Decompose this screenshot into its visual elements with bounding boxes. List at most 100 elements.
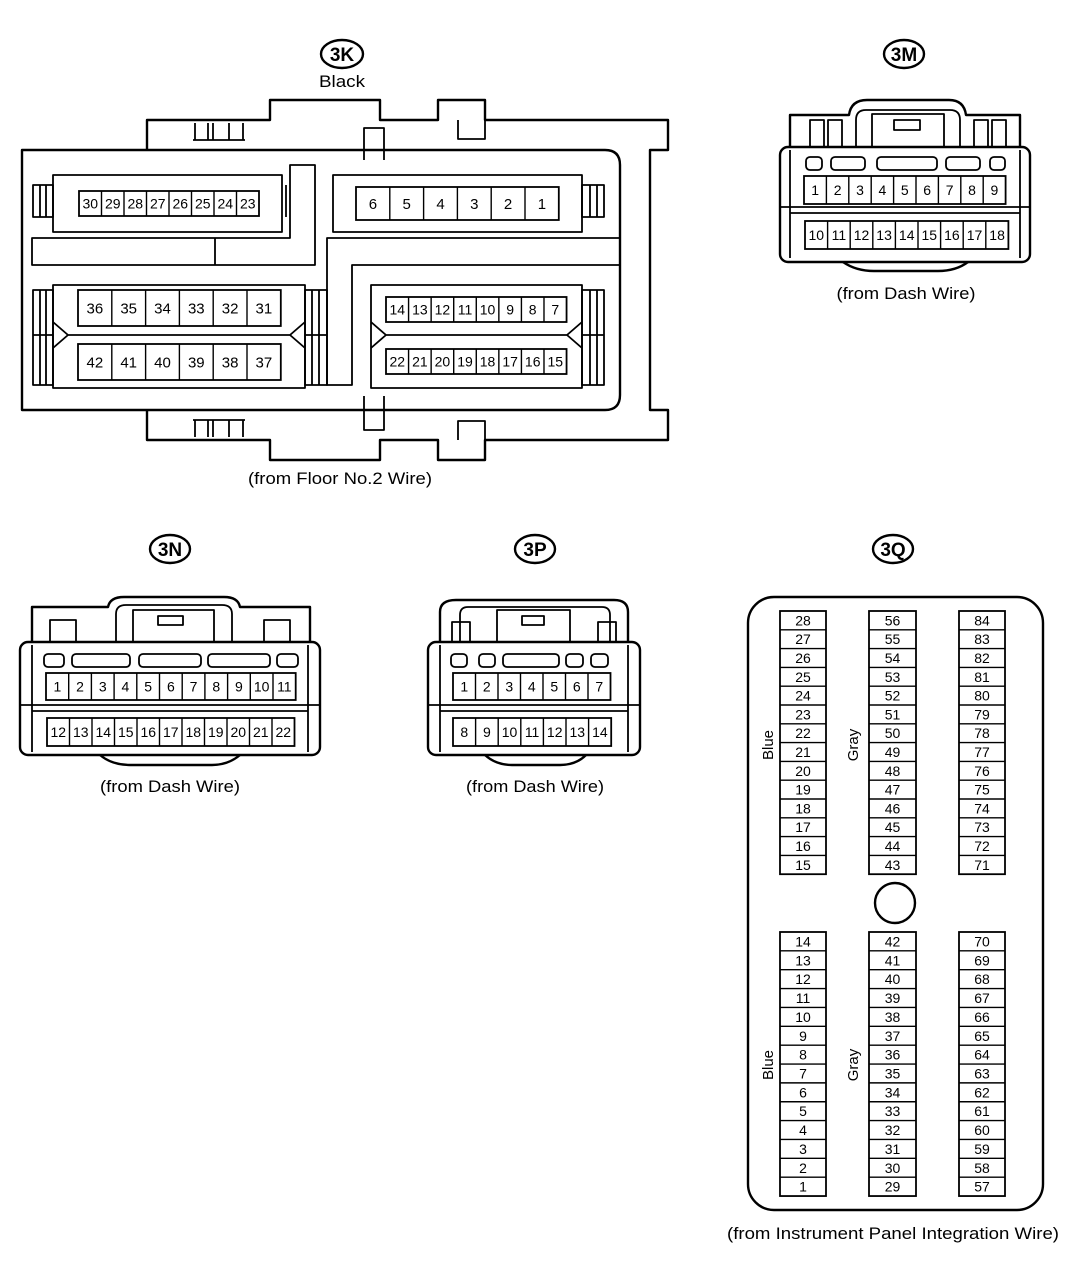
pin-3q-32: 32 xyxy=(885,1122,901,1138)
pin-3q-41: 41 xyxy=(885,952,901,968)
pin-3q-13: 13 xyxy=(795,952,811,968)
pin-3q-3: 3 xyxy=(799,1141,807,1157)
pin-3q-57: 57 xyxy=(974,1179,990,1195)
pin-3p-6: 6 xyxy=(573,679,581,695)
pin-3q-73: 73 xyxy=(974,819,990,835)
pin-3q-71: 71 xyxy=(974,857,990,873)
pin-3k-15: 15 xyxy=(547,354,563,370)
housing-color-label: Black xyxy=(319,72,366,91)
pin-3q-31: 31 xyxy=(885,1141,901,1157)
guide-ribs xyxy=(809,119,1007,148)
pin-3m-4: 4 xyxy=(879,182,887,198)
pin-3k-2: 2 xyxy=(504,196,512,213)
pin-3q-19: 19 xyxy=(795,782,811,798)
pin-3m-12: 12 xyxy=(854,227,870,243)
housing-top xyxy=(438,598,630,642)
pin-3q-28: 28 xyxy=(795,612,811,628)
housing-inner-walls xyxy=(428,645,640,752)
wire-color-label-gray: Gray xyxy=(845,728,862,761)
pin-3n-21: 21 xyxy=(253,724,269,740)
pin-3q-25: 25 xyxy=(795,669,811,685)
pin-3m-5: 5 xyxy=(901,182,909,198)
housing-outer-shell xyxy=(145,98,670,462)
connector-code: 3M xyxy=(891,45,917,66)
pin-3k-27: 27 xyxy=(150,196,166,212)
terminal-slot xyxy=(876,156,938,171)
connector-badge xyxy=(513,533,557,565)
pin-3k-36: 36 xyxy=(87,300,104,317)
wire-source-caption: (from Dash Wire) xyxy=(837,284,976,303)
pin-3k-26: 26 xyxy=(172,196,188,212)
terminal-slot xyxy=(830,156,866,171)
pin-3q-24: 24 xyxy=(795,688,811,704)
wire-source-caption: (from Instrument Panel Integration Wire) xyxy=(727,1224,1059,1243)
pin-3q-75: 75 xyxy=(974,782,990,798)
pin-3q-39: 39 xyxy=(885,990,901,1006)
pin-3q-79: 79 xyxy=(974,706,990,722)
side-rib xyxy=(304,289,328,386)
housing-bottom-lip xyxy=(842,261,969,273)
pin-3n-15: 15 xyxy=(118,724,134,740)
pin-3q-46: 46 xyxy=(885,800,901,816)
pin-3n-14: 14 xyxy=(95,724,111,740)
pin-row-frame xyxy=(452,672,612,701)
pin-3k-37: 37 xyxy=(256,354,273,371)
center-boss xyxy=(873,881,917,925)
pin-3q-44: 44 xyxy=(885,838,901,854)
pin-3q-1: 1 xyxy=(799,1179,807,1195)
pin-3k-20: 20 xyxy=(435,354,451,370)
pin-3q-60: 60 xyxy=(974,1122,990,1138)
pin-3k-14: 14 xyxy=(389,302,405,318)
terminal-slots xyxy=(805,156,1006,171)
pin-3q-43: 43 xyxy=(885,857,901,873)
latch-ribs xyxy=(193,123,245,437)
pin-3m-17: 17 xyxy=(967,227,983,243)
pin-3q-21: 21 xyxy=(795,744,811,760)
side-rib-lines xyxy=(305,290,327,385)
pin-3q-83: 83 xyxy=(974,631,990,647)
pin-3n-10: 10 xyxy=(254,679,270,695)
pin-3q-72: 72 xyxy=(974,838,990,854)
pin-row-frame xyxy=(803,175,1007,205)
terminal-slots xyxy=(450,653,609,668)
housing-top xyxy=(788,98,1022,148)
pin-3q-52: 52 xyxy=(885,688,901,704)
pin-3k-16: 16 xyxy=(525,354,541,370)
pin-3q-7: 7 xyxy=(799,1066,807,1082)
connector-code: 3P xyxy=(523,540,547,561)
pin-3q-54: 54 xyxy=(885,650,901,666)
pin-3m-9: 9 xyxy=(991,182,999,198)
pin-3p-7: 7 xyxy=(595,679,603,695)
pin-3q-42: 42 xyxy=(885,934,901,950)
pin-3m-3: 3 xyxy=(856,182,864,198)
pin-3q-33: 33 xyxy=(885,1103,901,1119)
pin-3q-74: 74 xyxy=(974,800,990,816)
pin-3k-17: 17 xyxy=(502,354,518,370)
connector-code: 3N xyxy=(158,540,182,561)
pin-3m-13: 13 xyxy=(876,227,892,243)
pin-3m-2: 2 xyxy=(834,182,842,198)
pin-3q-56: 56 xyxy=(885,612,901,628)
connector-badge xyxy=(871,533,915,565)
pin-3p-12: 12 xyxy=(547,724,563,740)
pin-3m-16: 16 xyxy=(944,227,960,243)
pin-row-frame xyxy=(45,672,297,701)
pin-3p-11: 11 xyxy=(525,724,540,740)
pin-3q-38: 38 xyxy=(885,1009,901,1025)
terminal-slot xyxy=(590,653,609,668)
pin-3q-76: 76 xyxy=(974,763,990,779)
pin-3p-10: 10 xyxy=(502,724,518,740)
pin-3n-6: 6 xyxy=(167,679,175,695)
pin-3q-15: 15 xyxy=(795,857,811,873)
pin-3q-35: 35 xyxy=(885,1066,901,1082)
wire-color-label-blue: Blue xyxy=(760,730,777,760)
pin-3m-14: 14 xyxy=(899,227,915,243)
pin-3k-19: 19 xyxy=(457,354,473,370)
